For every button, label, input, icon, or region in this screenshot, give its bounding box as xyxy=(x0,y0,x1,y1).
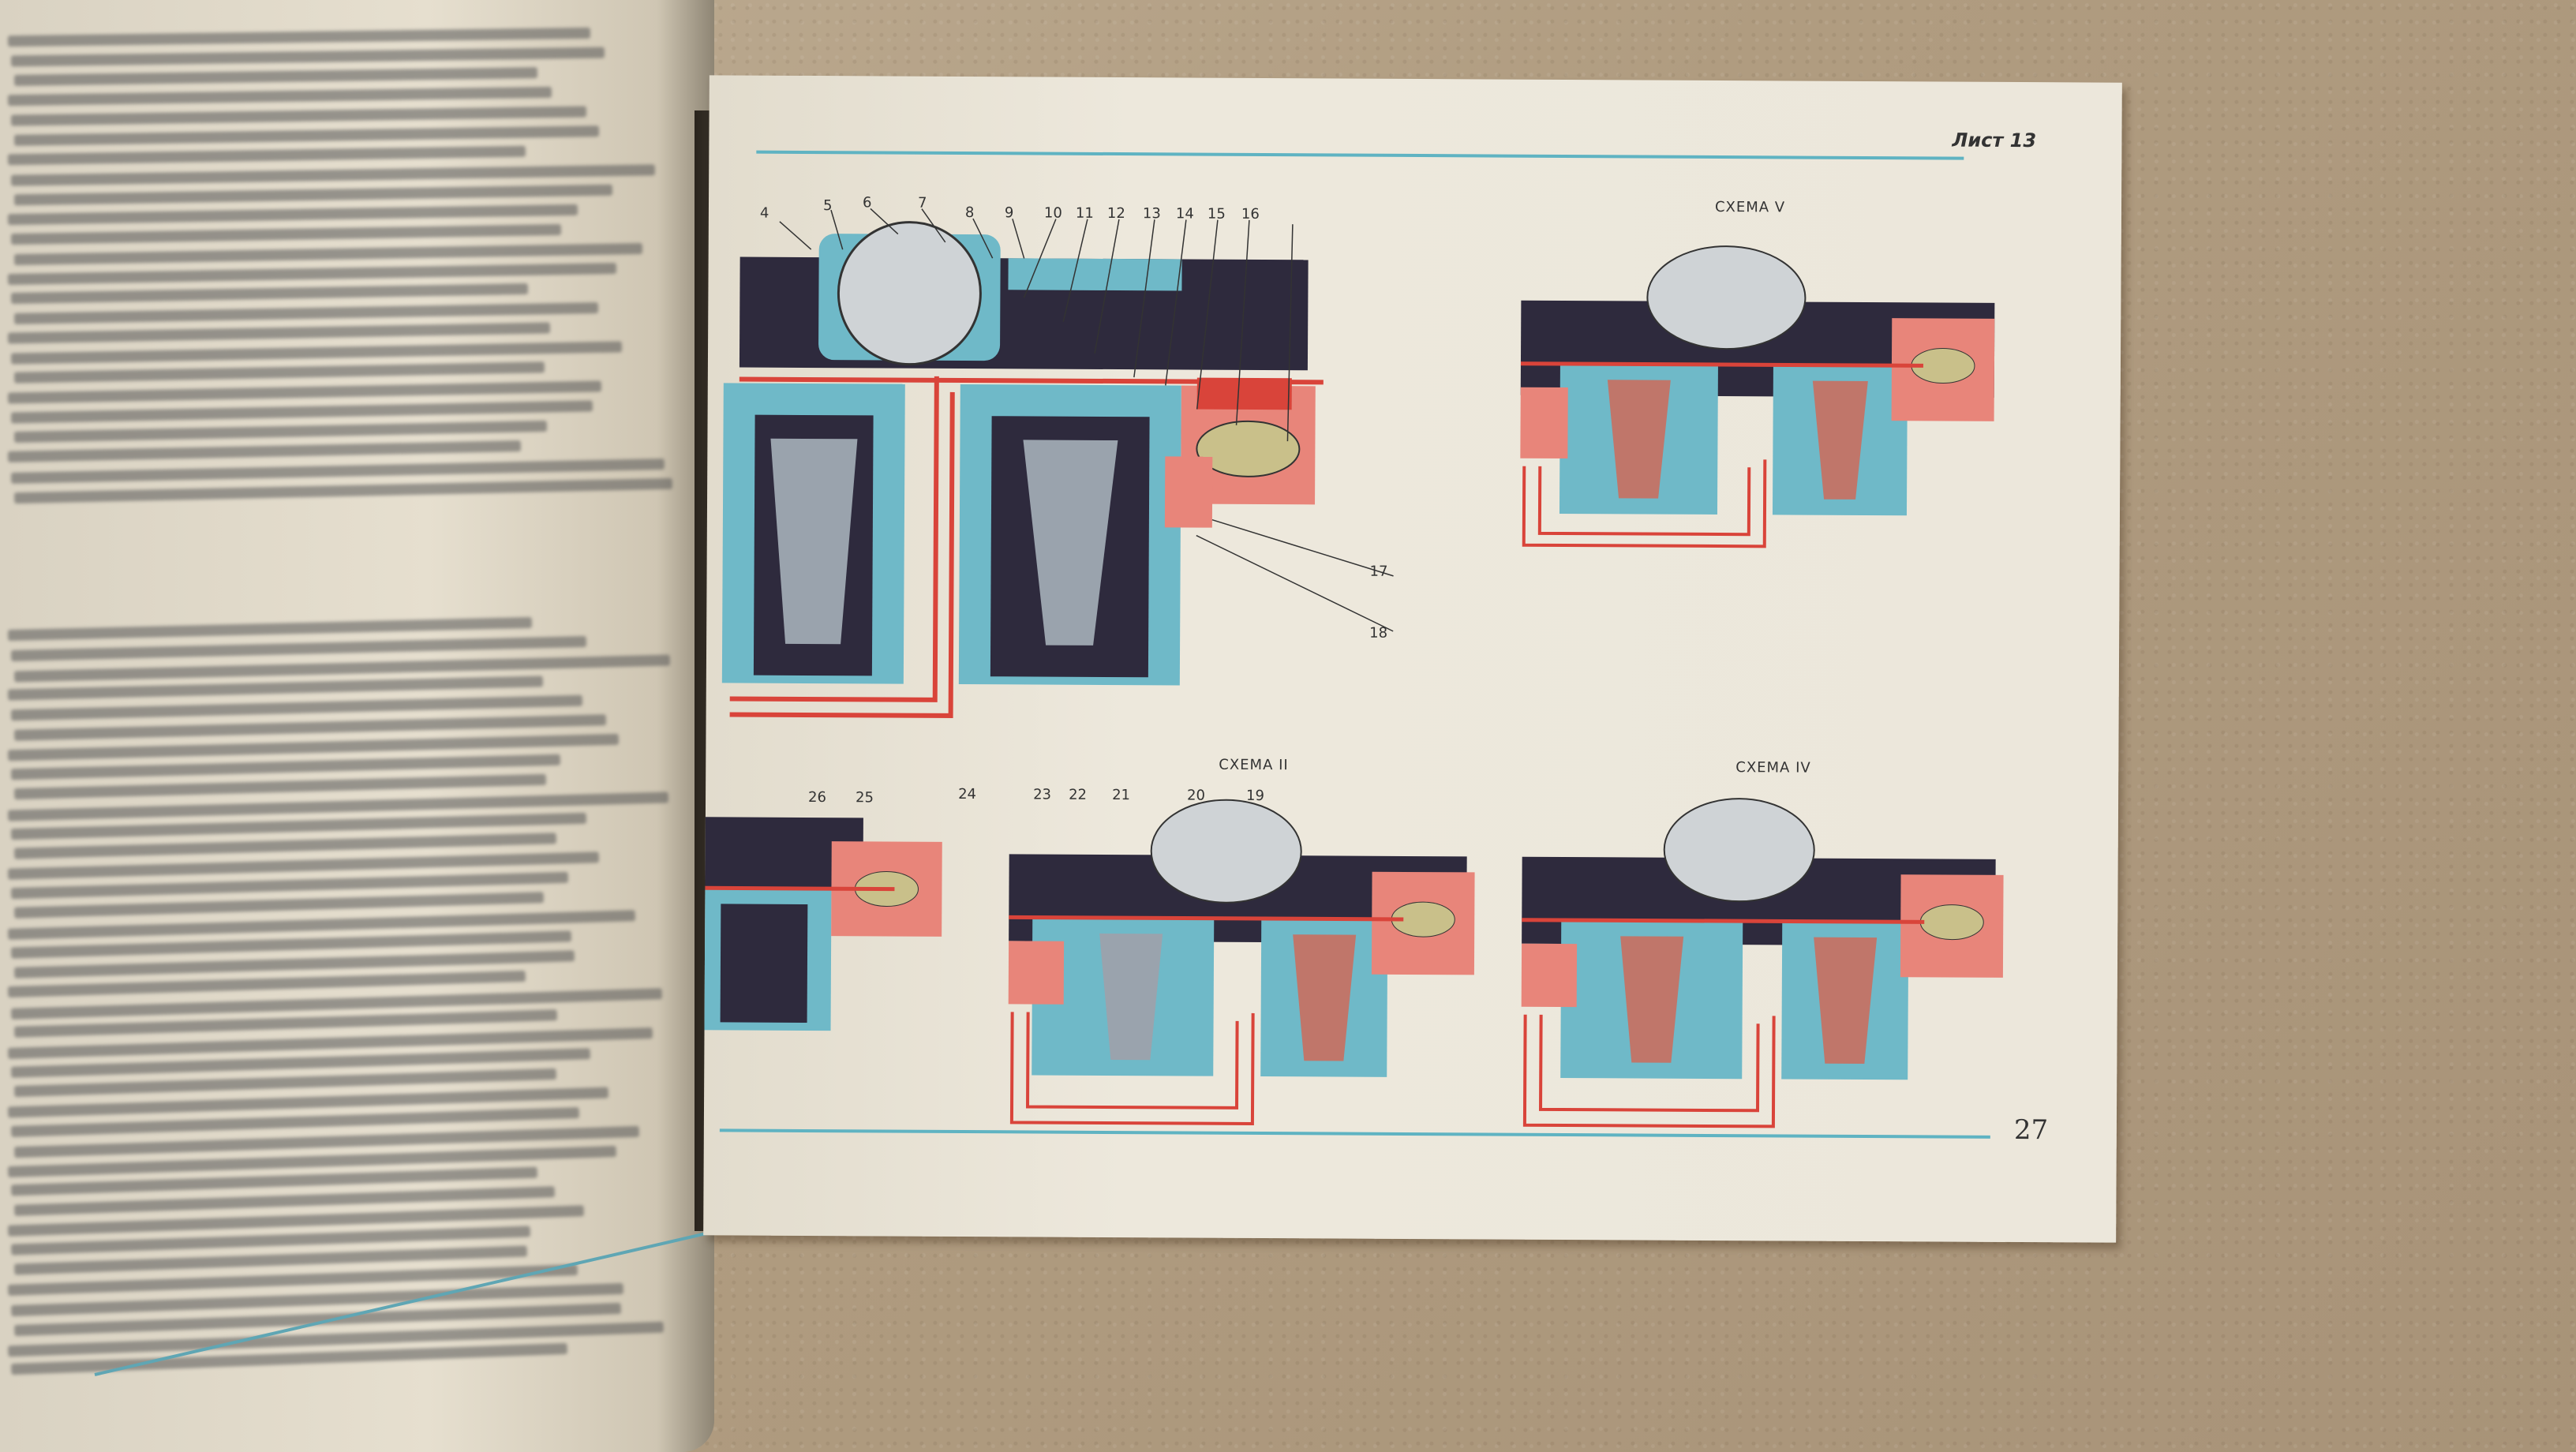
blurred-text-line xyxy=(7,262,617,286)
callout-25: 25 xyxy=(856,789,874,806)
blurred-text-line xyxy=(7,380,602,404)
callout-22: 22 xyxy=(1069,787,1087,803)
blurred-text-block xyxy=(0,16,695,1389)
callout-7: 7 xyxy=(918,195,927,211)
schema-v-title: СХЕМА V xyxy=(1714,198,1786,216)
schema-v-diagram xyxy=(1520,245,1995,548)
callout-12: 12 xyxy=(1107,205,1125,222)
callout-24: 24 xyxy=(958,786,976,803)
right-page: Лист 13 xyxy=(703,75,2122,1243)
blurred-text-line xyxy=(13,420,548,443)
callout-9: 9 xyxy=(1005,204,1014,221)
callout-23: 23 xyxy=(1033,786,1051,803)
callout-16: 16 xyxy=(1241,206,1260,223)
blurred-text-line xyxy=(7,145,526,166)
callout-10: 10 xyxy=(1044,205,1062,222)
blurred-text-line xyxy=(13,477,673,504)
callout-19: 19 xyxy=(1246,788,1264,804)
blurred-text-line xyxy=(13,361,545,384)
callout-14: 14 xyxy=(1176,205,1194,222)
blurred-text-line xyxy=(13,773,547,800)
blurred-text-line xyxy=(13,242,643,266)
blurred-text-line xyxy=(10,164,655,186)
callout-15: 15 xyxy=(1208,206,1226,223)
blurred-text-line xyxy=(7,440,522,462)
blurred-text-line xyxy=(13,67,538,86)
top-rule xyxy=(756,150,1964,160)
blurred-text-line xyxy=(13,302,598,324)
blurred-text-line xyxy=(7,322,551,344)
callout-26: 26 xyxy=(808,789,826,806)
callout-21: 21 xyxy=(1112,787,1130,803)
blurred-text-line xyxy=(10,635,586,662)
callout-5: 5 xyxy=(823,197,833,214)
callout-8: 8 xyxy=(965,204,975,221)
schema-iv-title: СХЕМА IV xyxy=(1735,759,1811,777)
callout-18: 18 xyxy=(1369,625,1387,642)
callout-20: 20 xyxy=(1187,788,1205,804)
blurred-text-line xyxy=(7,204,578,226)
sheet-label: Лист 13 xyxy=(1952,129,2037,152)
blurred-text-line xyxy=(7,27,591,47)
callout-11: 11 xyxy=(1076,205,1094,222)
callout-13: 13 xyxy=(1143,205,1161,222)
callout-17: 17 xyxy=(1370,563,1388,580)
left-page xyxy=(0,0,714,1452)
main-carburetor-diagram: 4 5 6 7 8 9 10 11 12 13 14 15 16 17 18 2… xyxy=(721,194,1394,806)
schema-iv-diagram xyxy=(1521,798,2004,1128)
schema-ii-title: СХЕМА II xyxy=(1219,756,1289,774)
blurred-text-line xyxy=(10,341,623,365)
page-number: 27 xyxy=(2013,1113,2049,1147)
blurred-text-line xyxy=(13,184,612,206)
blurred-text-line xyxy=(13,125,600,146)
schema-ii-diagram xyxy=(1008,799,1475,1125)
blurred-text-line xyxy=(7,616,533,642)
blurred-text-line xyxy=(10,47,605,67)
partial-schema-diagram xyxy=(704,817,942,1031)
blurred-text-line xyxy=(7,86,552,107)
callout-6: 6 xyxy=(863,194,872,211)
blurred-text-line xyxy=(10,223,561,245)
blurred-text-line xyxy=(10,106,586,126)
callout-4: 4 xyxy=(760,205,769,222)
blurred-text-line xyxy=(10,400,593,424)
blurred-text-line xyxy=(10,283,529,305)
